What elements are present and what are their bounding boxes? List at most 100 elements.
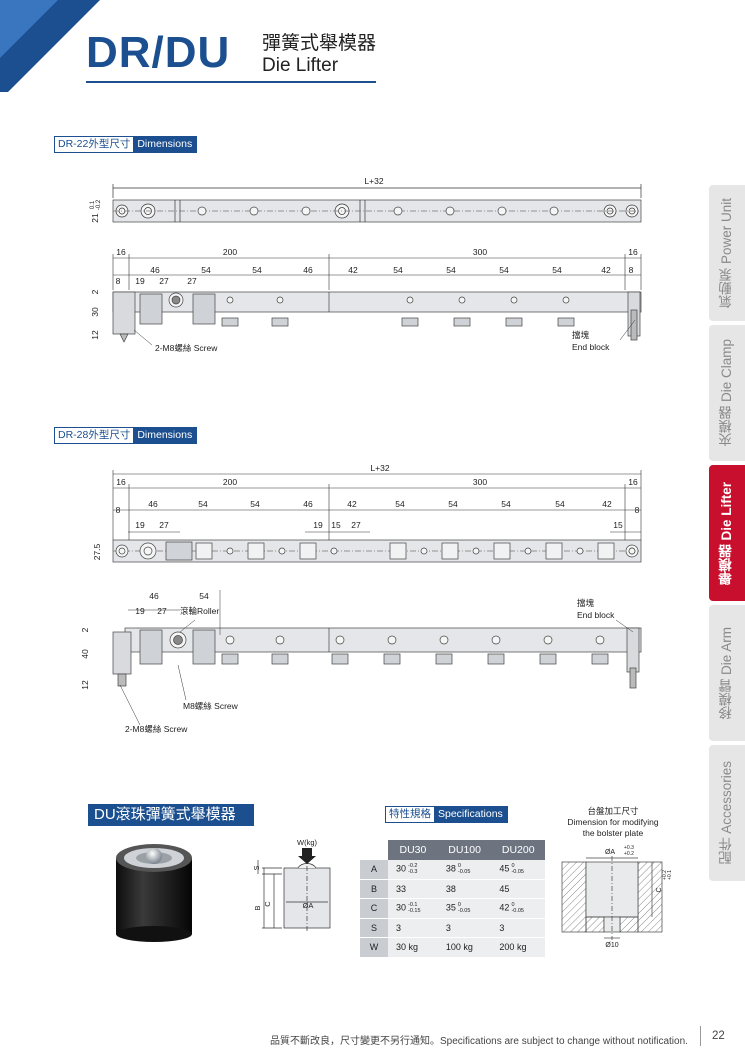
hole-mark (524, 547, 532, 555)
dim-label: 8 (635, 505, 640, 515)
dim-label: 21 (90, 213, 100, 223)
table-header-row: DU30 DU100 DU200 (360, 840, 545, 860)
dim-label: 54 (552, 265, 562, 275)
subtitle-english: Die Lifter (262, 55, 339, 76)
table-cell: 200 kg (491, 937, 545, 958)
table-row-label: C (360, 898, 388, 919)
cell-value: 42 (499, 902, 510, 913)
table-header: DU200 (491, 840, 545, 860)
du-banner: DU滾珠彈簧式舉模器 (88, 804, 254, 826)
dr28-screw-note: M8螺絲 Screw (183, 701, 239, 711)
bolster-title-en: Dimension for modifying (567, 817, 659, 827)
dim-label: 54 (448, 499, 458, 509)
bolt-mark (221, 317, 239, 327)
tolerance-upper: 0 (457, 902, 461, 909)
dim-label: 200 (223, 477, 237, 487)
dim-label: B (253, 905, 262, 910)
table-row-label: B (360, 879, 388, 899)
bolt-mark (271, 317, 289, 327)
bolt-mark (271, 653, 289, 665)
dim-label: 54 (201, 265, 211, 275)
bolt-mark (389, 542, 407, 560)
subtitle-chinese: 彈簧式舉模器 (262, 33, 377, 54)
dr22-overall-dim: L+32 (364, 176, 383, 186)
table-cell: 30 kg (388, 937, 438, 958)
bolt-mark (441, 542, 459, 560)
cell-value: 200 kg (499, 942, 527, 953)
cell-tolerance: 0-0.05 (458, 902, 471, 914)
dim-label: 42 (347, 499, 357, 509)
dr22-end-block-en: End block (572, 342, 610, 352)
dim-label: 40 (80, 649, 90, 659)
table-cell: 45 (491, 879, 545, 899)
dim-label: 46 (150, 265, 160, 275)
dim-label: 30 (90, 307, 100, 317)
dim-label: 12 (90, 330, 100, 340)
bolt-mark (247, 542, 265, 560)
dim-label: 8 (629, 265, 634, 275)
tolerance-upper: -0.2 (408, 863, 418, 870)
dim-label: 54 (446, 265, 456, 275)
bolster-title-en: the bolster plate (582, 828, 644, 838)
side-tab-die-lifter[interactable]: 舉模器 Die Lifter (709, 465, 745, 601)
bolt-mark (487, 653, 505, 665)
hole-mark (197, 206, 207, 216)
dr28-overall-dim: L+32 (370, 463, 389, 473)
cell-value: 3 (445, 922, 451, 933)
dr22-section-label: DR-22外型尺寸 Dimensions (54, 136, 198, 153)
dim-label: 27 (157, 606, 167, 616)
dim-tolerance: 0.1 (90, 200, 96, 209)
cell-tolerance: 0-0.05 (511, 902, 524, 914)
hole-mark (330, 547, 338, 555)
dr28-screw-note-2: 2-M8螺絲 Screw (125, 724, 188, 734)
dim-label: 300 (473, 477, 487, 487)
dim-label: 54 (250, 499, 260, 509)
side-tab-power-unit[interactable]: 氣動泵 Power Unit (709, 185, 745, 321)
bolt-mark (505, 317, 523, 327)
tolerance-lower: -0.05 (511, 908, 524, 915)
bolt-mark (557, 317, 575, 327)
cell-value: 100 kg (445, 942, 473, 953)
hole-mark (278, 547, 286, 555)
footer-note: 品質不斷改良，尺寸變更不另行通知。Specifications are subj… (270, 1036, 688, 1047)
tolerance-lower: -0.3 (408, 869, 418, 876)
dim-tolerance: -0.2 (96, 199, 102, 210)
dim-label: 46 (303, 499, 313, 509)
bolt-mark (221, 653, 239, 665)
table-cell: 3 (388, 918, 438, 938)
hole-mark (387, 635, 397, 645)
cell-tolerance: 0-0.05 (458, 863, 471, 875)
dim-label: 2 (80, 627, 90, 632)
dim-label: 27 (351, 520, 361, 530)
tolerance-lower: -0.05 (457, 908, 471, 915)
cell-value: 35 (445, 902, 456, 913)
dim-label: 42 (348, 265, 358, 275)
cell-tolerance: -0.2-0.3 (408, 863, 417, 875)
cell-value: 30 kg (396, 942, 419, 953)
table-row-label: S (360, 918, 388, 938)
bolt-mark (453, 317, 471, 327)
du-load-label: W(kg) (297, 838, 317, 847)
tolerance-lower: -0.05 (511, 869, 524, 876)
dim-label: C (656, 887, 663, 892)
dim-label: 54 (199, 591, 209, 601)
cell-value: 30 (396, 902, 407, 913)
table-header-blank (360, 840, 388, 860)
side-tab-die-clamp[interactable]: 夾模器 Die Clamp (709, 325, 745, 461)
dr22-drawing: L+32 16 200 300 16 8 46 54 54 46 42 54 5… (90, 176, 642, 353)
cell-value: 3 (396, 922, 402, 933)
bolt-mark (539, 653, 557, 665)
hole-mark (543, 635, 553, 645)
side-tab-accessories[interactable]: 配件 Accessories (709, 745, 745, 881)
dim-label: 19 (135, 520, 145, 530)
side-tab-die-arm[interactable]: 移模臂 Die Arm (709, 605, 745, 741)
dim-label: 19 (135, 606, 145, 616)
bolt-mark (331, 653, 349, 665)
dim-label: ØA (303, 901, 314, 910)
hole-mark (458, 296, 466, 304)
